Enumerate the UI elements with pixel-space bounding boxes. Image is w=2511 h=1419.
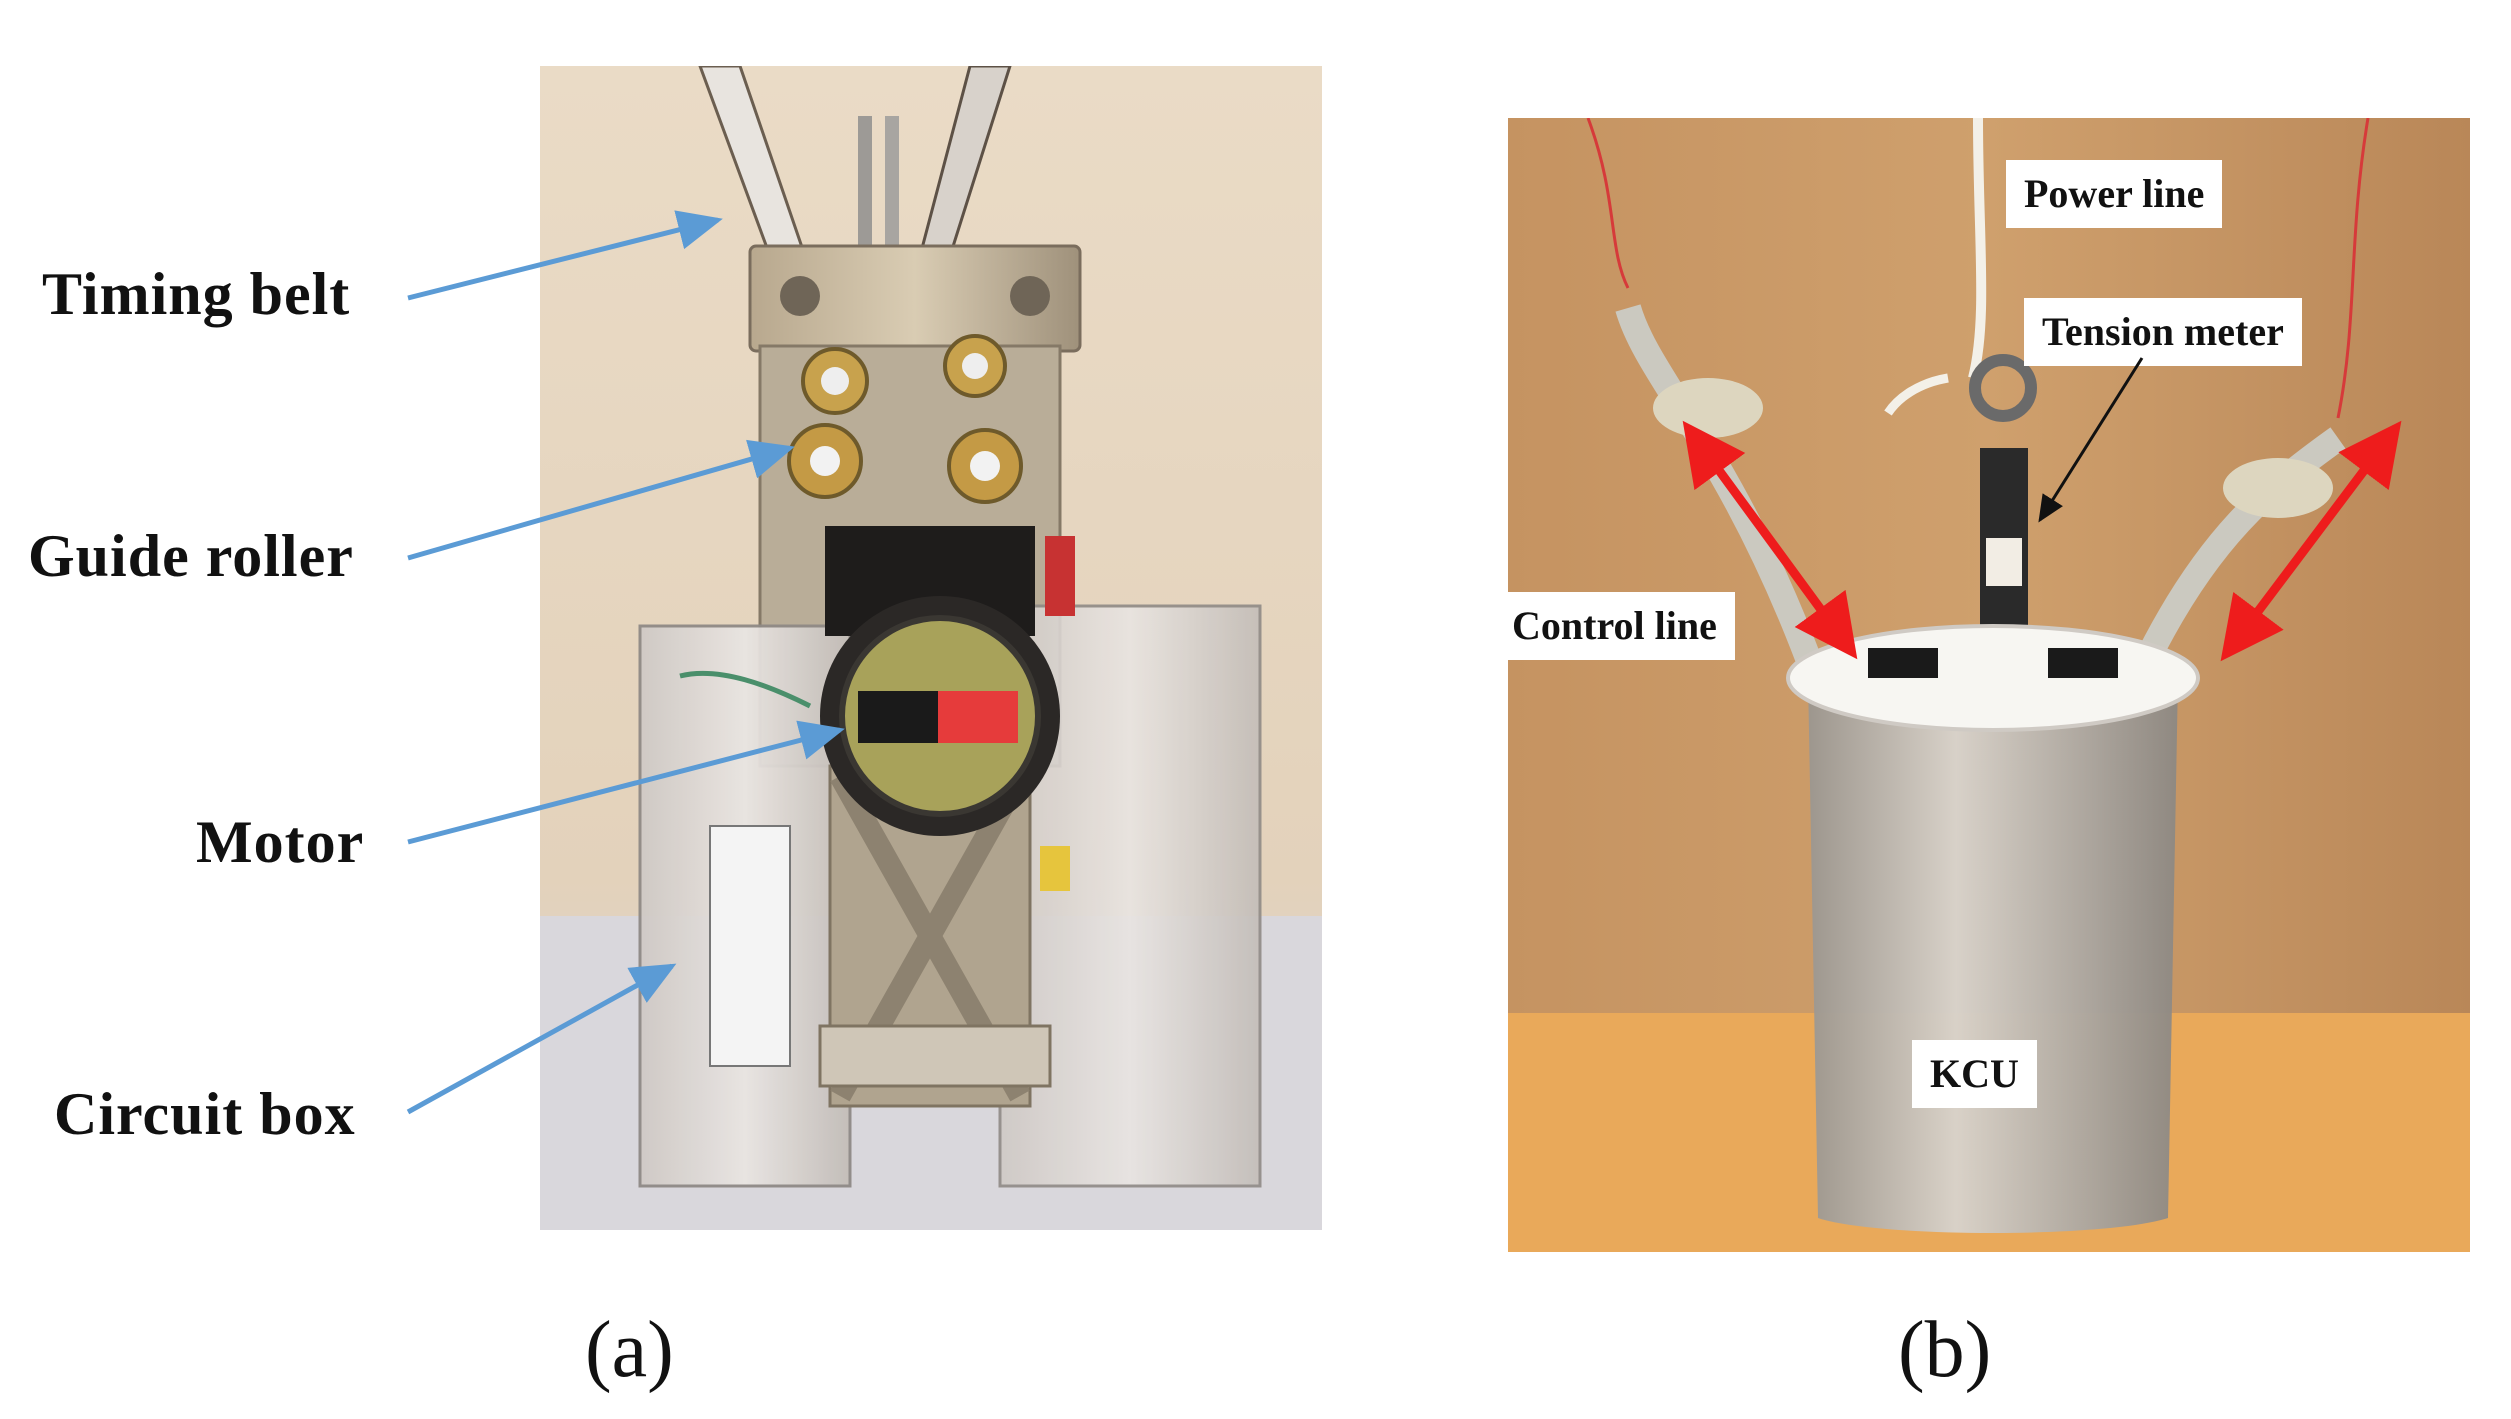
arrow-motor [407, 720, 845, 845]
red-arrow-right [2220, 420, 2402, 662]
arrow-circuit-box [406, 963, 677, 1115]
arrow-timing-belt [407, 210, 723, 301]
tag-tension-meter: Tension meter [2024, 298, 2302, 366]
winch-illustration [540, 66, 1322, 1230]
red-arrow-left [1682, 420, 1858, 660]
arrow-tension-meter [2038, 357, 2144, 523]
arrow-guide-roller [407, 439, 795, 561]
tag-power-line: Power line [2006, 160, 2223, 228]
tag-kcu: KCU [1912, 1040, 2037, 1108]
label-timing-belt: Timing belt [42, 261, 351, 327]
label-motor: Motor [196, 809, 365, 875]
caption-a: (a) [585, 1306, 674, 1394]
caption-b: (b) [1898, 1306, 1992, 1394]
photo-b [1508, 118, 2470, 1252]
photo-a [540, 66, 1322, 1230]
label-guide-roller: Guide roller [28, 523, 354, 589]
label-circuit-box: Circuit box [54, 1081, 356, 1147]
